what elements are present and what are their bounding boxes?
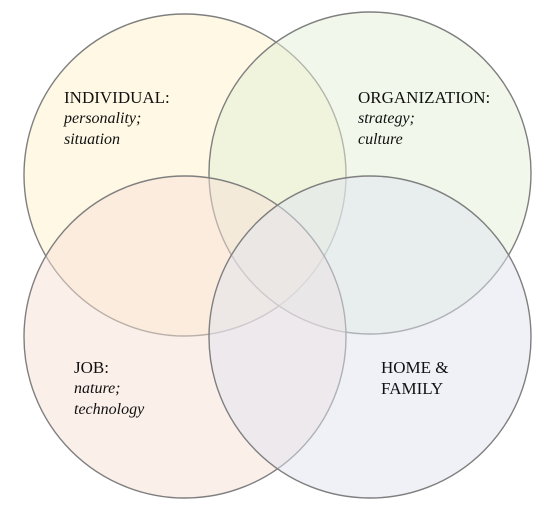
home-family-circle [208, 175, 532, 499]
organization-detail-1: strategy; [358, 110, 415, 127]
home-title: HOME & [381, 358, 449, 377]
individual-detail-2: situation [64, 131, 121, 148]
job-detail-2: technology [74, 401, 145, 418]
organization-detail-2: culture [358, 131, 403, 148]
home-family-label: HOME & FAMILY [381, 357, 449, 399]
job-detail-1: nature; [74, 380, 121, 397]
job-label: JOB: nature; technology [74, 357, 144, 420]
job-title: JOB: [74, 358, 109, 377]
individual-label: INDIVIDUAL: personality; situation [64, 87, 170, 150]
home-detail-1: FAMILY [381, 379, 444, 398]
individual-detail-1: personality; [64, 110, 142, 127]
organization-label: ORGANIZATION: strategy; culture [358, 87, 490, 150]
organization-title: ORGANIZATION: [358, 88, 491, 107]
individual-title: INDIVIDUAL: [64, 88, 170, 107]
